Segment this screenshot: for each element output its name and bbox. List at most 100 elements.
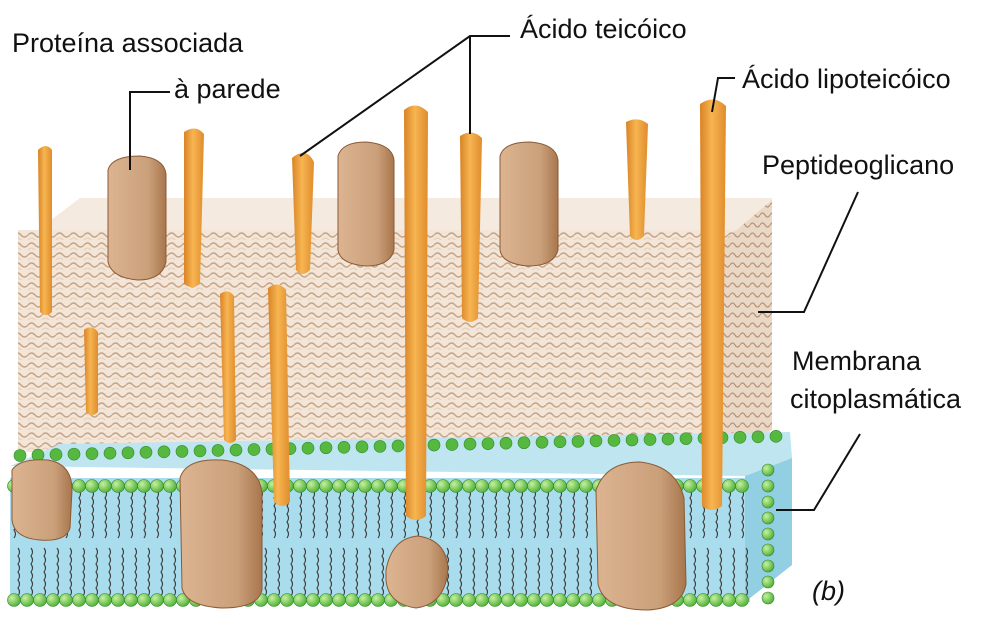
lipid-head — [590, 435, 602, 447]
label-wall-protein-line2: à parede — [174, 74, 281, 105]
lipid-head — [608, 434, 620, 446]
lipid-head — [346, 594, 359, 607]
lipid-head — [281, 594, 294, 607]
lipid-head — [151, 594, 164, 607]
lipid-head — [489, 480, 502, 493]
lipoteichoic-rod-2 — [700, 99, 726, 510]
lipid-head — [68, 448, 80, 460]
teichoic-rod-1 — [38, 146, 52, 315]
lipid-head — [212, 444, 224, 456]
lipid-head — [372, 480, 385, 493]
lipid-head — [338, 441, 350, 453]
lipid-head — [333, 480, 346, 493]
wall-protein-2 — [338, 142, 394, 266]
teichoic-rod-2 — [84, 327, 98, 415]
leader-peptidoglycan — [758, 192, 858, 312]
lipid-head — [626, 434, 638, 446]
lipid-head — [684, 480, 697, 493]
lipid-head — [489, 594, 502, 607]
lipid-head — [112, 480, 125, 493]
lipid-head — [151, 480, 164, 493]
lipid-head — [500, 437, 512, 449]
label-lipoteichoic-acid: Ácido lipoteicóico — [742, 64, 951, 95]
lipid-head — [515, 480, 528, 493]
lipid-head — [762, 560, 774, 572]
lipid-head — [541, 594, 554, 607]
lipid-head — [47, 594, 60, 607]
lipid-head — [680, 433, 692, 445]
lipid-head — [762, 496, 774, 508]
lipid-head — [723, 594, 736, 607]
lipid-head — [762, 544, 774, 556]
lipid-head — [392, 440, 404, 452]
lipid-head — [73, 594, 86, 607]
lipid-head — [333, 594, 346, 607]
lipid-head — [164, 594, 177, 607]
lipid-head — [122, 447, 134, 459]
lipid-head — [437, 480, 450, 493]
lipid-head — [346, 480, 359, 493]
lipid-head — [320, 442, 332, 454]
lipid-head — [762, 576, 774, 588]
lipid-head — [8, 594, 21, 607]
lipid-head — [86, 448, 98, 460]
lipid-head — [528, 480, 541, 493]
lipid-head — [464, 438, 476, 450]
label-membrane-line1: Membrana — [792, 346, 921, 377]
lipid-head — [528, 594, 541, 607]
lipid-head — [580, 594, 593, 607]
lipid-head — [554, 436, 566, 448]
lipoteichoic-rod-1 — [404, 105, 428, 520]
peptidoglycan-side — [720, 200, 772, 452]
lipid-head — [762, 528, 774, 540]
lipid-head — [359, 480, 372, 493]
lipid-head — [320, 480, 333, 493]
lipid-head — [518, 437, 530, 449]
lipid-head — [554, 480, 567, 493]
lipid-head — [359, 594, 372, 607]
label-wall-protein-line1: Proteína associada — [12, 28, 243, 59]
lipid-head — [86, 594, 99, 607]
lipid-head — [450, 480, 463, 493]
lipid-head — [374, 440, 386, 452]
lipid-head — [476, 480, 489, 493]
lipid-head — [684, 594, 697, 607]
lipid-head — [515, 594, 528, 607]
lipid-head — [294, 594, 307, 607]
membrane-protein-center-left — [180, 460, 262, 608]
lipid-head — [86, 480, 99, 493]
lipid-head — [302, 442, 314, 454]
lipid-head — [736, 480, 749, 493]
lipid-head — [138, 480, 151, 493]
lipid-head — [268, 594, 281, 607]
lipid-head — [446, 439, 458, 451]
lipid-head — [34, 594, 47, 607]
wall-protein-1 — [108, 156, 166, 280]
lipid-head — [770, 430, 782, 442]
wall-protein-3 — [500, 142, 558, 266]
lipid-head — [463, 480, 476, 493]
lipid-head — [762, 592, 774, 604]
lipid-head — [428, 439, 440, 451]
lipid-head — [736, 594, 749, 607]
membrane-protein-right — [596, 462, 686, 610]
lipid-head — [125, 480, 138, 493]
lipid-head — [476, 594, 489, 607]
lipid-head — [450, 594, 463, 607]
lipid-head — [73, 480, 86, 493]
lipid-head — [697, 594, 710, 607]
lipid-head — [723, 480, 736, 493]
lipid-head — [572, 435, 584, 447]
lipid-head — [463, 594, 476, 607]
membrane-protein-left — [12, 460, 72, 541]
lipid-head — [644, 434, 656, 446]
lipid-head — [194, 445, 206, 457]
label-membrane-line2: citoplasmática — [790, 384, 961, 415]
lipid-head — [248, 444, 260, 456]
lipid-head — [541, 480, 554, 493]
lipid-head — [50, 449, 62, 461]
lipid-head — [762, 480, 774, 492]
lipid-head — [158, 446, 170, 458]
lipid-head — [99, 480, 112, 493]
lipid-head — [176, 445, 188, 457]
